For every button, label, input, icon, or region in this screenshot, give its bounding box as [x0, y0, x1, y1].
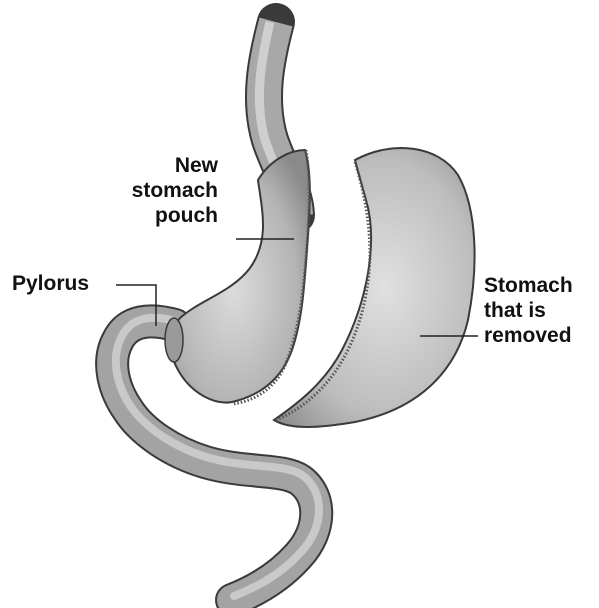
pylorus-label: Pylorus: [12, 271, 89, 296]
new-stomach-pouch-label: New stomach pouch: [118, 153, 218, 228]
pylorus-ring: [165, 318, 183, 362]
removed-stomach-label: Stomach that is removed: [484, 273, 573, 348]
